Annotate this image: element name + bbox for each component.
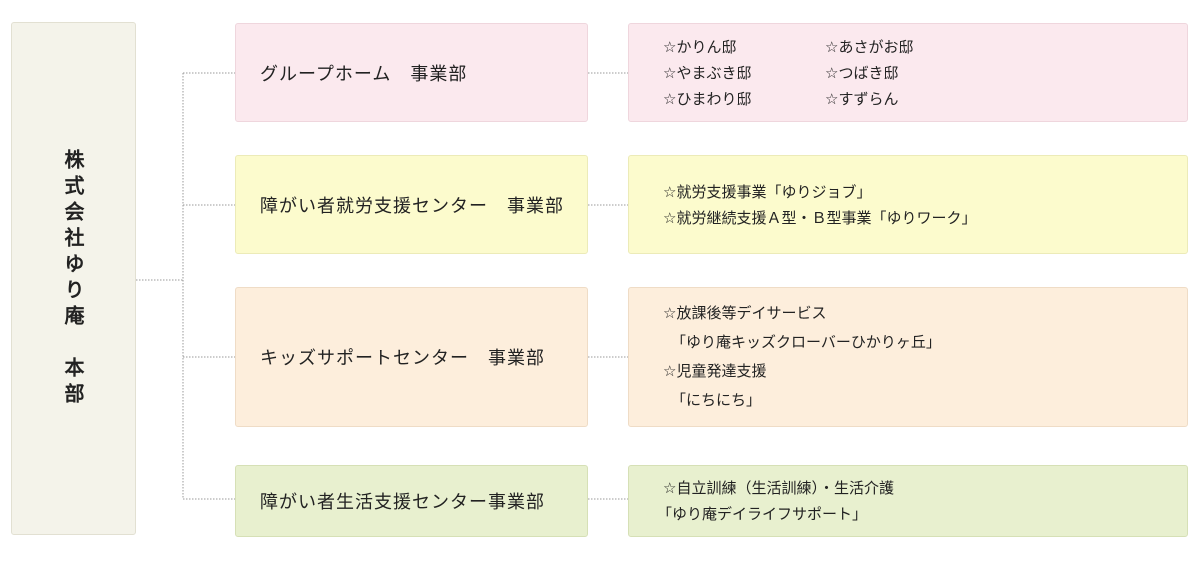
service-item: ☆すずらん [825,89,899,108]
service-item: 「ゆり庵デイライフサポート」 [657,505,868,523]
headquarters-label: 株式会社ゆり庵 本部 [61,148,85,409]
service-item: ☆つばき邸 [825,63,899,82]
dept-life-support: 障がい者生活支援センター事業部 [235,465,588,537]
services-employment-support: ☆就労支援事業「ゆりジョブ」 ☆就労継続支援Ａ型・Ｂ型事業「ゆりワーク」 [628,155,1188,254]
service-item: ☆放課後等デイサービス [663,304,827,322]
dept-kids-support: キッズサポートセンター 事業部 [235,287,588,427]
service-item: ☆自立訓練（生活訓練）・生活介護 [663,479,894,497]
services-life-support: ☆自立訓練（生活訓練）・生活介護 「ゆり庵デイライフサポート」 [628,465,1188,537]
services-group-home: ☆かりん邸 ☆あさがお邸 ☆やまぶき邸 ☆つばき邸 ☆ひまわり邸 ☆すずらん [628,23,1188,122]
services-kids-support: ☆放課後等デイサービス 「ゆり庵キッズクローバーひかりヶ丘」 ☆児童発達支援 「… [628,287,1188,427]
service-item: ☆かりん邸 [663,37,737,56]
service-item: ☆就労支援事業「ゆりジョブ」 [663,182,872,201]
dept-life-support-name: 障がい者生活支援センター事業部 [260,492,545,513]
dept-employment-support: 障がい者就労支援センター 事業部 [235,155,588,254]
service-item: ☆ひまわり邸 [663,89,752,108]
service-item: 「ゆり庵キッズクローバーひかりヶ丘」 [671,333,941,351]
dept-employment-support-name: 障がい者就労支援センター 事業部 [260,195,564,217]
headquarters-box: 株式会社ゆり庵 本部 [11,22,136,535]
service-item: ☆やまぶき邸 [663,63,752,82]
service-item: 「にちにち」 [671,391,762,409]
dept-group-home-name: グループホーム 事業部 [260,63,468,85]
dept-group-home: グループホーム 事業部 [235,23,588,122]
service-item: ☆あさがお邸 [825,37,914,56]
service-item: ☆児童発達支援 [663,362,767,380]
service-item: ☆就労継続支援Ａ型・Ｂ型事業「ゆりワーク」 [663,208,977,227]
dept-kids-support-name: キッズサポートセンター 事業部 [260,348,545,369]
